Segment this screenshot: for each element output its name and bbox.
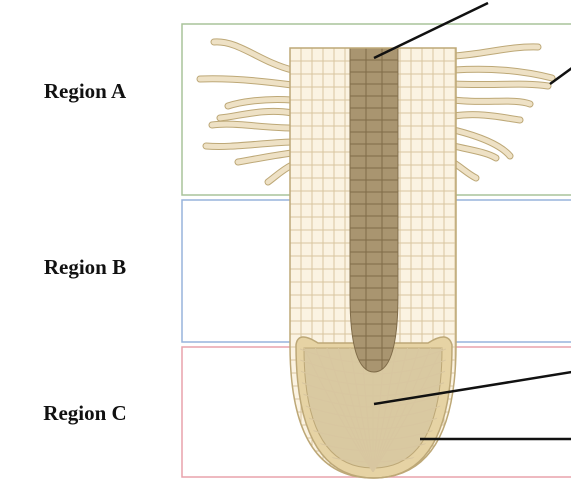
region-b-label: Region B <box>0 255 170 280</box>
region-c-label: Region C <box>0 401 170 426</box>
root-hairs-left <box>200 42 292 182</box>
vascular-cylinder <box>350 48 398 372</box>
root-hairs-right <box>454 47 552 178</box>
region-a-label: Region A <box>0 79 170 104</box>
